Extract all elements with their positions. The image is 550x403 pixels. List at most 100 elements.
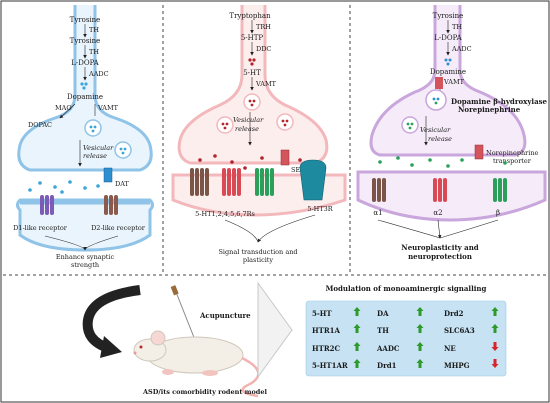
- table-label: AADC: [376, 344, 400, 353]
- table-label: HTR1A: [312, 326, 341, 335]
- release-label: release: [83, 152, 107, 160]
- ht-label: 5-HT: [243, 69, 261, 77]
- synaptic-dopamine: [28, 180, 100, 194]
- enhance-label-2: strength: [71, 261, 99, 269]
- beta-receptor: [493, 178, 507, 202]
- vesicle: [276, 113, 294, 131]
- table-label: HTR2C: [312, 344, 341, 353]
- vamt-label: VAMT: [443, 78, 465, 86]
- mao-label: MAO: [55, 104, 72, 112]
- serotonin-panel: Tryptophan TRH 5-HTP DDC 5-HT VAMT Vesic…: [171, 5, 347, 264]
- th-label-2: TH: [89, 48, 99, 56]
- ldopa-label: L-DOPA: [434, 34, 462, 42]
- ldopa-label: L-DOPA: [71, 59, 99, 67]
- trh-label: TRH: [256, 23, 271, 31]
- acupuncture-needle: [175, 291, 196, 341]
- down-arrow-icon: [491, 359, 499, 368]
- dat-transporter: [103, 167, 113, 183]
- up-arrow-icon: [491, 324, 499, 333]
- vesicular-label: Vesicular: [233, 116, 264, 124]
- table-label: 5-HT1AR: [312, 361, 348, 370]
- alpha1-label: α1: [373, 209, 382, 217]
- presynaptic-terminal-pink: [177, 5, 329, 165]
- table-label: 5-HT: [312, 309, 332, 318]
- vamt-label: VAMT: [255, 80, 277, 88]
- big-chevron: [257, 281, 293, 379]
- table-label: TH: [377, 326, 389, 335]
- up-arrow-icon: [353, 307, 361, 316]
- serotonin-molecules: [248, 58, 256, 66]
- vesicle: [84, 119, 102, 137]
- dbh-label: Dopamine β-hydroxylase: [451, 97, 548, 106]
- tyrosine-label: Tyrosine: [433, 12, 464, 20]
- neuro-label-2: neuroprotection: [408, 252, 472, 261]
- sert-transporter: [280, 149, 290, 166]
- dopamine-panel: Tyrosine TH Tyrosine TH L-DOPA AADC Dopa…: [13, 5, 154, 269]
- down-arrow-icon: [491, 342, 499, 351]
- vesicular-label: Vesicular: [83, 144, 114, 152]
- norepinephrine-panel: Tyrosine TH L-DOPA AADC Dopamine VAMT Do…: [356, 5, 548, 261]
- ddc-label: DDC: [256, 45, 271, 53]
- dopac-label: DOPAC: [28, 121, 52, 129]
- ht-receptor-brown: [190, 168, 209, 196]
- up-arrow-icon: [416, 324, 424, 333]
- d2-label: D2-like receptor: [91, 224, 146, 232]
- net-label-1: Norepinephrine: [486, 149, 539, 157]
- beta-label: β: [496, 209, 500, 217]
- alpha1-receptor: [372, 178, 386, 202]
- up-arrow-icon: [491, 307, 499, 316]
- dopamine-molecules: [444, 58, 452, 66]
- table-label: SLC6A3: [444, 326, 475, 335]
- synaptic-norepinephrine: [378, 156, 507, 168]
- vesicle: [243, 93, 261, 111]
- d2-like-receptor: [104, 195, 118, 215]
- signal-label-1: Signal transduction and: [218, 248, 297, 256]
- vesicle: [216, 116, 234, 134]
- dopamine-molecules: [80, 82, 88, 90]
- d1-label: D1-like receptor: [13, 224, 68, 232]
- alpha2-receptor: [433, 178, 447, 202]
- tyrosine-label: Tyrosine: [70, 16, 101, 24]
- th-label-1: TH: [89, 26, 99, 34]
- tryptophan-label: Tryptophan: [229, 12, 271, 20]
- dopamine-label: Dopamine: [67, 93, 103, 101]
- release-label: release: [235, 125, 259, 133]
- model-label: ASD/its comorbidity rodent model: [142, 388, 267, 396]
- modulation-title: Modulation of monoaminergic signalling: [326, 284, 487, 293]
- table-label: Drd2: [444, 309, 464, 318]
- up-arrow-icon: [416, 342, 424, 351]
- table-label: MHPG: [444, 361, 470, 370]
- htp-label: 5-HTP: [241, 34, 264, 42]
- bottom-section: Acupuncture ASD/its comorbidity rodent m…: [82, 281, 507, 398]
- vesicle: [401, 116, 419, 134]
- ht-receptor-green: [255, 168, 274, 196]
- table-label: DA: [377, 309, 389, 318]
- alpha2-label: α2: [433, 209, 442, 217]
- mouse-illustration: [133, 330, 260, 398]
- ht3r-label: 5-HT3R: [307, 205, 333, 213]
- up-arrow-icon: [353, 324, 361, 333]
- enhance-label-1: Enhance synaptic: [56, 253, 115, 261]
- vesicular-label: Vesicular: [420, 126, 451, 134]
- aadc-label: AADC: [451, 45, 472, 53]
- dopamine-label: Dopamine: [430, 68, 466, 76]
- postsynaptic-membrane-purple: [356, 170, 547, 222]
- up-arrow-icon: [416, 307, 424, 316]
- up-arrow-icon: [353, 359, 361, 368]
- release-label: release: [428, 135, 452, 143]
- d1-like-receptor: [40, 195, 54, 215]
- ne-transporter: [474, 144, 484, 160]
- curved-arrow-head: [100, 336, 122, 358]
- modulation-table: [305, 300, 507, 377]
- th-label: TH: [452, 23, 462, 31]
- ht-receptor-red: [222, 168, 241, 196]
- vesicle: [114, 141, 132, 159]
- ne-label: Norepinephrine: [458, 105, 521, 114]
- vamt-label: VAMT: [97, 104, 119, 112]
- aadc-label: AADC: [88, 70, 109, 78]
- vesicle: [425, 89, 447, 111]
